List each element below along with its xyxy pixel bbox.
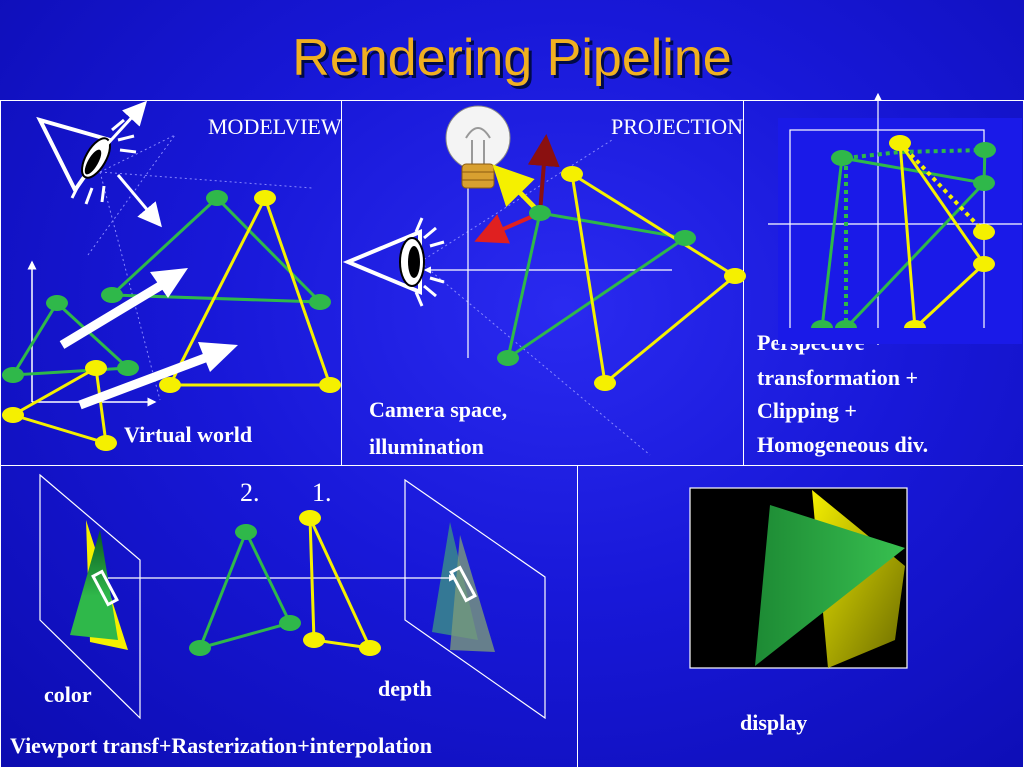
eye-icon (36, 100, 162, 228)
depth-label: depth (378, 676, 432, 701)
projection-scene (768, 92, 1022, 345)
virtual-world-scene (2, 100, 341, 451)
eye-icon (342, 217, 445, 307)
projection-label: PROJECTION (611, 114, 744, 139)
clip-window-cover (778, 328, 1022, 344)
light-bulb-icon (445, 105, 511, 189)
clipping-label: Clipping + (757, 398, 857, 423)
virtual-world-label: Virtual world (124, 422, 253, 447)
transformation-label: transformation + (757, 365, 919, 390)
slide-title: Rendering Pipeline (292, 29, 732, 87)
viewport-label: Viewport transf+Rasterization+interpolat… (10, 733, 433, 758)
camera-space-label: Camera space, (369, 397, 508, 422)
modelview-arrows (59, 268, 238, 410)
illumination-label: illumination (369, 434, 484, 459)
order-label-2: 2. (240, 478, 260, 507)
homogeneous-label: Homogeneous div. (757, 432, 929, 457)
color-label: color (44, 682, 92, 707)
camera-space-scene (342, 105, 746, 456)
display-label: display (740, 710, 808, 735)
rasterization-scene (39, 473, 546, 720)
display-scene (689, 487, 908, 669)
order-label-1: 1. (312, 478, 332, 507)
modelview-label: MODELVIEW (208, 114, 342, 139)
